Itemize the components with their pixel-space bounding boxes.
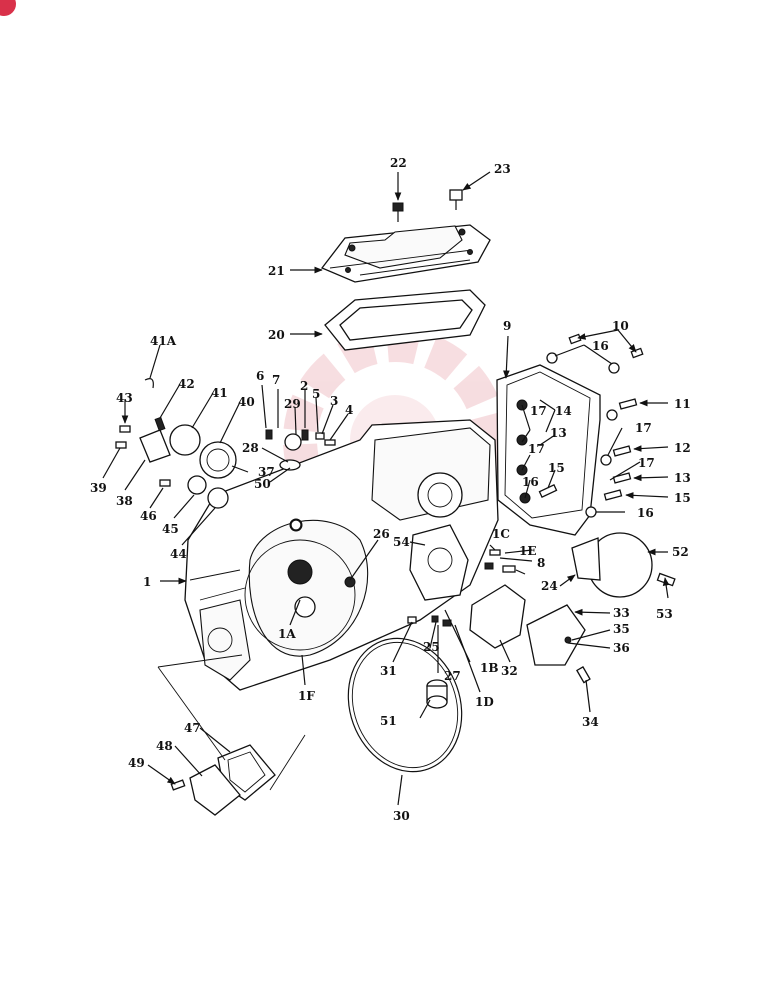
corner-badge xyxy=(0,0,16,16)
callout-34: 34 xyxy=(582,715,599,729)
mount-guide-lines xyxy=(157,654,306,791)
bolt-49 xyxy=(170,779,186,791)
callout-17c: 17 xyxy=(635,421,652,435)
bolt-22 xyxy=(392,202,404,222)
callout-labels: 22 23 21 20 9 10 16 17 14 13 17 15 16 11… xyxy=(90,156,691,823)
callout-36: 36 xyxy=(613,641,630,655)
cover-48 xyxy=(189,764,241,816)
callout-20: 20 xyxy=(268,328,285,342)
callout-1C: 1C xyxy=(492,527,510,541)
callout-25: 25 xyxy=(423,640,440,654)
callout-2: 2 xyxy=(300,379,308,393)
callout-23: 23 xyxy=(494,162,511,176)
top-cover-gasket xyxy=(324,289,486,351)
callout-48: 48 xyxy=(156,739,173,753)
cover-40 xyxy=(199,441,237,479)
callout-46: 46 xyxy=(140,509,157,523)
callout-17b: 17 xyxy=(528,442,545,456)
callout-51: 51 xyxy=(380,714,397,728)
callout-4: 4 xyxy=(345,403,353,417)
seal-ring-30-inner xyxy=(351,641,459,769)
callout-21: 21 xyxy=(268,264,285,278)
callout-15b: 15 xyxy=(674,491,691,505)
callout-10: 10 xyxy=(612,319,629,333)
callout-12: 12 xyxy=(674,441,691,455)
callout-13a: 13 xyxy=(550,426,567,440)
small-bolts-left xyxy=(115,378,171,487)
callout-32: 32 xyxy=(501,664,518,678)
bolt-34 xyxy=(576,666,591,684)
callout-5: 5 xyxy=(312,387,320,401)
callout-54: 54 xyxy=(393,535,410,549)
plate-38 xyxy=(139,429,171,463)
callout-13b: 13 xyxy=(674,471,691,485)
callout-53: 53 xyxy=(656,607,673,621)
callout-16a: 16 xyxy=(592,339,609,353)
callout-15a: 15 xyxy=(548,461,565,475)
callout-52: 52 xyxy=(672,545,689,559)
callout-41A: 41A xyxy=(150,334,177,348)
seal-ring-30 xyxy=(347,637,463,773)
plate-54 xyxy=(409,524,469,601)
callout-6: 6 xyxy=(256,369,264,383)
callout-22: 22 xyxy=(390,156,407,170)
round-cover-52 xyxy=(571,532,653,598)
callout-49: 49 xyxy=(128,756,145,770)
plate-33 xyxy=(526,604,586,666)
bolt-23 xyxy=(449,189,463,210)
callout-1: 1 xyxy=(143,575,151,589)
callout-41: 41 xyxy=(211,386,228,400)
callout-40: 40 xyxy=(238,395,255,409)
callout-43: 43 xyxy=(116,391,133,405)
callout-50: 50 xyxy=(254,477,271,491)
callout-1B: 1B xyxy=(480,661,499,675)
callout-33: 33 xyxy=(613,606,630,620)
plate-32 xyxy=(469,584,526,649)
callout-47: 47 xyxy=(184,721,201,735)
callout-1D: 1D xyxy=(475,695,494,709)
callout-38: 38 xyxy=(116,494,133,508)
callout-16c: 16 xyxy=(637,506,654,520)
callout-17d: 17 xyxy=(638,456,655,470)
callout-11: 11 xyxy=(674,397,691,411)
callout-26: 26 xyxy=(373,527,390,541)
callout-1E: 1E xyxy=(519,544,537,558)
callout-24: 24 xyxy=(541,579,558,593)
callout-17a: 17 xyxy=(530,404,547,418)
breather-assembly xyxy=(265,429,336,531)
callout-44: 44 xyxy=(170,547,187,561)
callout-27: 27 xyxy=(444,669,461,683)
callout-7: 7 xyxy=(272,373,280,387)
side-cover-plate xyxy=(496,364,601,536)
ring-44 xyxy=(207,487,229,509)
callout-16b: 16 xyxy=(522,475,539,489)
leader-lines xyxy=(102,171,670,806)
callout-28: 28 xyxy=(242,441,259,455)
callout-45: 45 xyxy=(162,522,179,536)
callout-14: 14 xyxy=(555,404,572,418)
nuts-16 xyxy=(546,352,620,518)
callout-30: 30 xyxy=(393,809,410,823)
cover-41 xyxy=(169,424,201,456)
callout-31: 31 xyxy=(380,664,397,678)
plug-51 xyxy=(426,679,448,709)
callout-3: 3 xyxy=(330,394,338,408)
ring-45 xyxy=(187,475,207,495)
callout-1A: 1A xyxy=(278,627,296,641)
callout-29: 29 xyxy=(284,397,301,411)
transmission-housing xyxy=(184,419,499,691)
callout-1F: 1F xyxy=(298,689,315,703)
callout-37: 37 xyxy=(258,465,275,479)
callout-39: 39 xyxy=(90,481,107,495)
callout-35: 35 xyxy=(613,622,630,636)
bolts-11-12-13-15 xyxy=(538,398,638,501)
top-cover-plate xyxy=(320,224,491,283)
callout-42: 42 xyxy=(178,377,195,391)
callout-9: 9 xyxy=(503,319,511,333)
callout-8: 8 xyxy=(537,556,545,570)
